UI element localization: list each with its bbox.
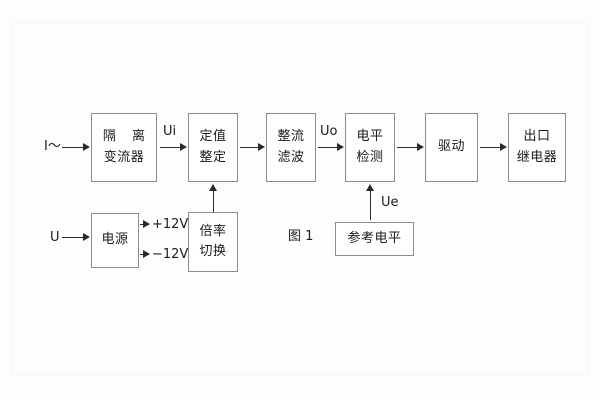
conn-driver-to-relay [480,147,500,148]
block-rectify-filter-line-2: 滤波 [277,149,305,165]
block-setting-value-line-2: 整定 [199,149,227,165]
block-isolation-transformer[interactable]: 隔 离 变流器 [91,113,157,182]
conn-reference-to-level [370,191,371,220]
signal-ui-label: Ui [163,124,177,139]
conn-setting-to-rectify [240,147,258,148]
block-rectify-filter-line-1: 整流 [277,129,305,145]
block-power-supply[interactable]: 电源 [91,213,139,268]
signal-ue-label: Ue [381,195,399,210]
block-output-relay[interactable]: 出口 继电器 [508,113,566,182]
arrow-isolation-to-setting-icon [180,143,187,151]
conn-isolation-to-setting [160,147,180,148]
block-level-detection[interactable]: 电平 检测 [345,113,395,182]
diagram-frame [12,22,588,375]
conn-input-to-isolation [62,147,83,148]
arrow-reference-to-level-icon [366,184,374,191]
arrow-multiplier-to-setting-icon [209,184,217,191]
block-setting-value[interactable]: 定值 整定 [188,113,238,182]
block-isolation-transformer-line-1: 隔 离 [102,129,152,145]
arrow-driver-to-relay-icon [500,143,507,151]
block-output-relay-line-1: 出口 [523,129,551,145]
block-multiplier-switch-line-2: 切换 [199,244,227,259]
arrow-input-to-isolation-icon [83,143,90,151]
conn-multiplier-to-setting [213,191,214,212]
conn-voltage-to-power [62,237,83,238]
block-setting-value-line-1: 定值 [199,129,227,145]
voltage-input-label: U [50,230,60,245]
block-driver[interactable]: 驱动 [425,113,478,182]
block-rectify-filter[interactable]: 整流 滤波 [266,113,316,182]
block-reference-level[interactable]: 参考电平 [335,222,414,256]
conn-level-to-driver [397,147,417,148]
block-isolation-transformer-line-2: 变流器 [103,149,145,165]
conn-rectify-to-level [318,147,337,148]
arrow-voltage-to-power-icon [83,233,90,241]
arrow-setting-to-rectify-icon [258,143,265,151]
arrow-pos12v-icon [143,220,150,228]
current-input-label: I～ [44,139,61,154]
block-power-supply-line-1: 电源 [101,232,129,248]
block-driver-line-1: 驱动 [437,139,465,155]
block-multiplier-switch[interactable]: 倍率 切换 [188,212,238,272]
rail-positive-12v-label: +12V [152,217,189,232]
block-level-detection-line-1: 电平 [356,129,384,145]
arrow-level-to-driver-icon [417,143,424,151]
arrow-neg12v-icon [143,250,150,258]
block-multiplier-switch-line-1: 倍率 [199,223,227,239]
block-level-detection-line-2: 检测 [356,149,384,165]
block-output-relay-line-2: 继电器 [516,149,558,165]
block-reference-level-line-1: 参考电平 [347,230,402,246]
rail-negative-12v-label: −12V [152,247,189,262]
figure-caption: 图 1 [288,229,314,244]
arrow-rectify-to-level-icon [337,143,344,151]
signal-uo-label: Uo [320,124,338,139]
